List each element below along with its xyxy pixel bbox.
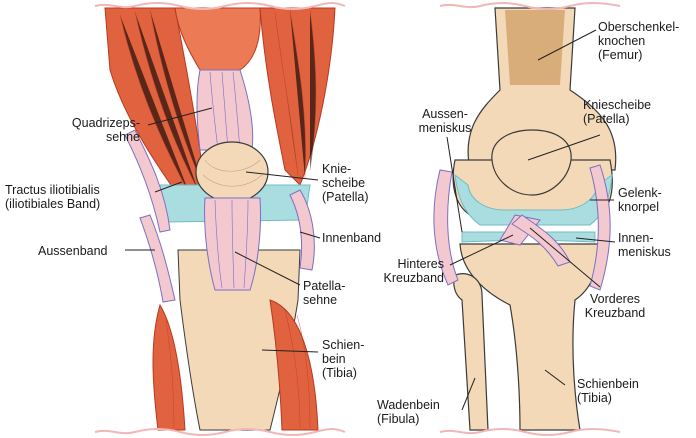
right-femur-shaft-shading <box>505 10 565 85</box>
left-thigh-muscle-front <box>175 8 260 70</box>
left-thigh-muscle-inner <box>260 8 335 185</box>
left-knee-muscles-figure <box>105 8 335 430</box>
left-patella <box>196 142 268 202</box>
right-knee-bones-figure <box>434 8 616 430</box>
left-shin-muscle-outer <box>153 305 185 430</box>
right-fibula <box>454 274 488 430</box>
